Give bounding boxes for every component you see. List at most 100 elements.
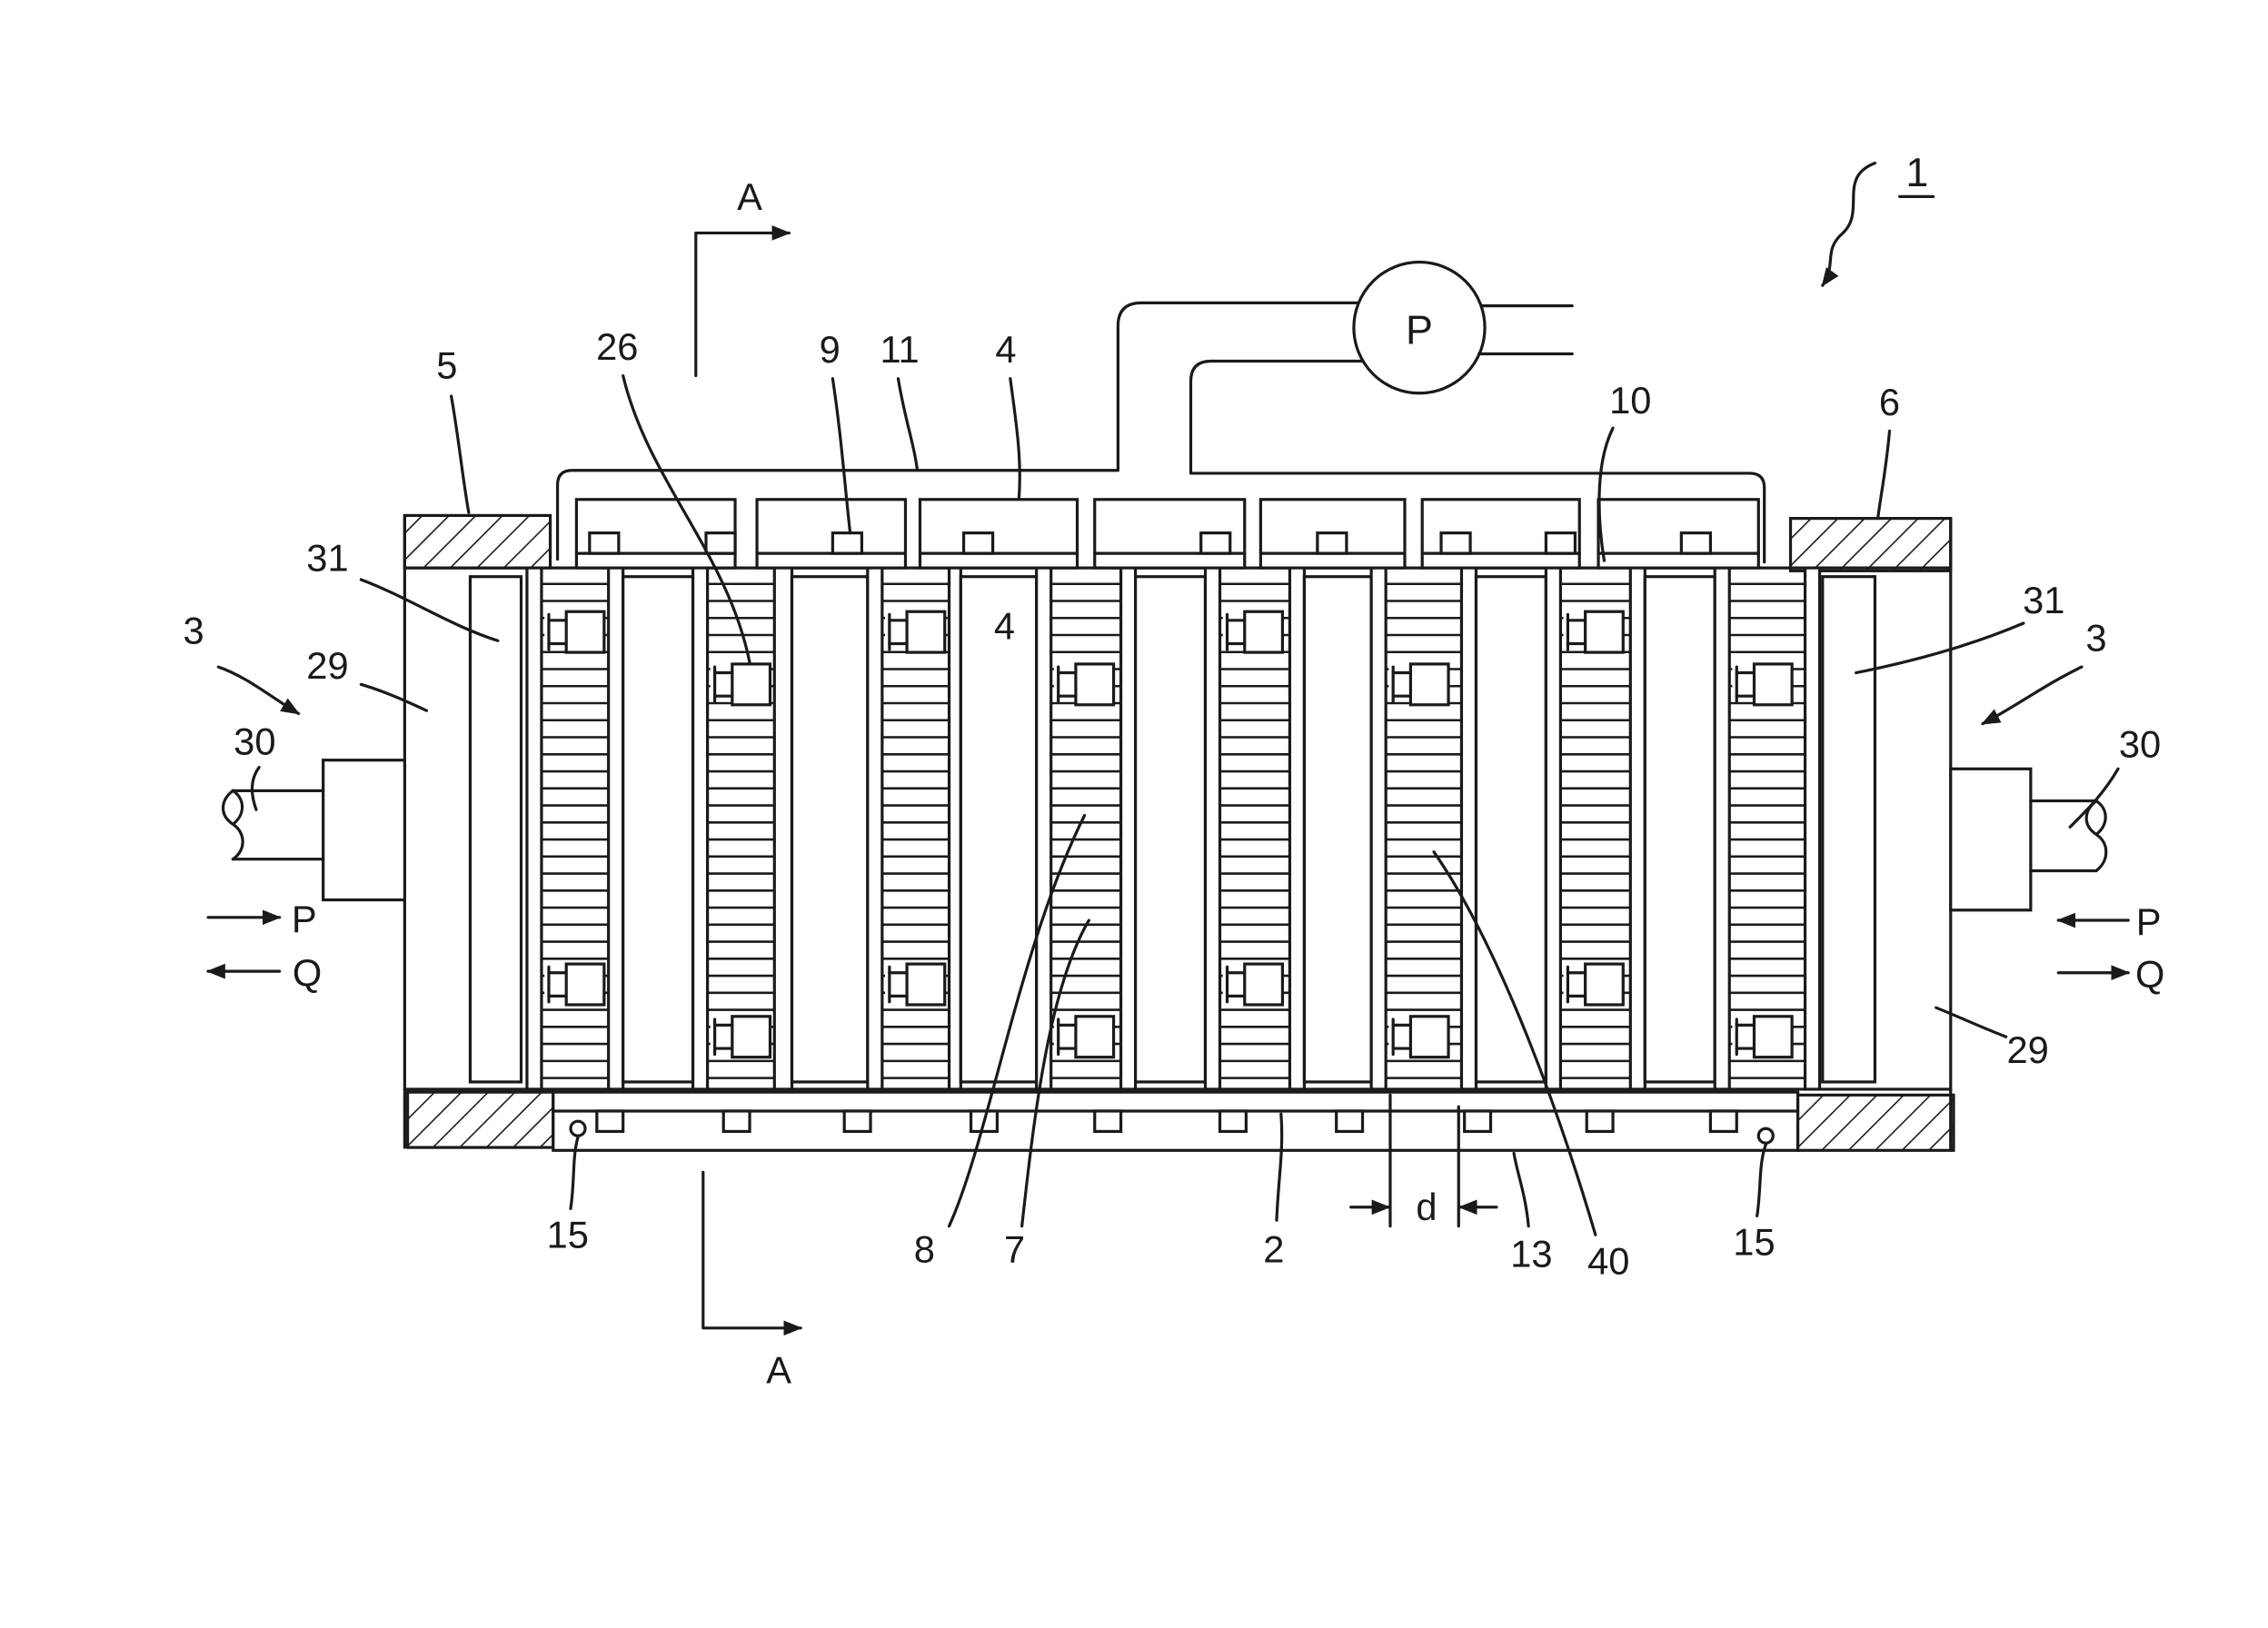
separator-plate (1203, 566, 1222, 1091)
label-15-left: 15 (547, 1214, 589, 1256)
bottom-manifold-port (595, 1109, 625, 1134)
label-31-left: 31 (306, 536, 348, 579)
label-30-left: 30 (234, 720, 275, 762)
top-branch-port (961, 531, 995, 555)
separator-plate (866, 566, 884, 1091)
bottom-manifold-port (1585, 1109, 1615, 1134)
label-8: 8 (914, 1228, 935, 1271)
leader-6 (1876, 429, 1892, 521)
label-4-top: 4 (995, 328, 1016, 371)
top-manifold-branches (574, 498, 1760, 570)
separator-plate (772, 566, 794, 1091)
cell-terminal-block (905, 962, 947, 1007)
separator-plate (1369, 566, 1388, 1091)
coolant-plate (959, 575, 1039, 1084)
left-pipe-break-inner (231, 789, 244, 826)
leader-26 (622, 373, 751, 664)
top-branch-port (588, 531, 621, 555)
top-manifold-branch (1597, 498, 1760, 570)
leader-4 (1009, 377, 1021, 500)
reference-numeral: 1 (1905, 149, 1928, 195)
coolant-plate (1474, 575, 1547, 1084)
label-26: 26 (596, 325, 638, 368)
pump-assembly: P (555, 260, 1766, 564)
label-29-left: 29 (306, 644, 348, 687)
label-6: 6 (1879, 381, 1900, 423)
bottom-manifold-port (842, 1109, 872, 1134)
leader-3-right (1981, 665, 2084, 726)
leader-9 (831, 377, 852, 535)
cell-terminal-block (1584, 962, 1625, 1007)
label-11: 11 (880, 328, 919, 371)
cell-terminal-block (1074, 662, 1116, 707)
cell-terminal-block (1408, 662, 1450, 707)
leader-30-right (2068, 767, 2120, 829)
label-3-right: 3 (2085, 616, 2106, 659)
separator-plate (947, 566, 962, 1091)
separator-plate (1119, 566, 1138, 1091)
reference-numeral-group: 1 (1821, 149, 1935, 287)
section-arrow-bottom (701, 1170, 803, 1336)
top-manifold-branch (918, 498, 1079, 570)
label-3-left: 3 (183, 609, 204, 651)
housing (403, 513, 1955, 1152)
cell-terminal-block (1243, 962, 1285, 1007)
pump-label: P (1406, 306, 1433, 352)
leader-13 (1512, 1151, 1530, 1228)
label-30-right: 30 (2119, 722, 2161, 765)
dimension-d: d (1349, 1093, 1498, 1228)
leader-15-right (1756, 1143, 1767, 1217)
flow-label-left-out: Q (293, 951, 322, 994)
coolant-plate (1302, 575, 1373, 1084)
separator-plate (1288, 566, 1307, 1091)
coolant-plate (1643, 575, 1716, 1084)
end-clamp-bottom-left (405, 1090, 555, 1149)
cell-terminal-block (905, 610, 947, 654)
end-plate-right (1821, 575, 1877, 1084)
label-10: 10 (1609, 379, 1651, 422)
bottom-manifold-port (1218, 1109, 1248, 1134)
separator-plate (607, 566, 625, 1091)
end-clamp-bottom-right (1796, 1093, 1955, 1152)
cell-stack (525, 566, 1822, 1091)
cell-terminal-block (1584, 610, 1625, 654)
top-branch-port (1439, 531, 1472, 555)
label-31-right: 31 (2023, 579, 2064, 621)
separator-plate (1803, 566, 1822, 1091)
cell-terminal-block (731, 1015, 772, 1059)
flow-label-left-in: P (292, 898, 317, 940)
separator-plate (691, 566, 710, 1091)
coolant-plate (790, 575, 870, 1084)
right-gas-connection (1949, 767, 2108, 912)
cell-terminal-block (731, 662, 772, 707)
label-7: 7 (1004, 1228, 1025, 1271)
coolant-plate (622, 575, 695, 1084)
section-arrow-top (694, 225, 791, 378)
leader-31-left (359, 578, 500, 642)
leader-40 (1432, 850, 1597, 1236)
bottom-manifold-port (1335, 1109, 1365, 1134)
leader-2 (1275, 1112, 1284, 1222)
separator-plate (525, 566, 543, 1091)
return-header-pipe (1189, 359, 1766, 564)
end-plate-left (468, 575, 523, 1084)
leader-3-left (216, 665, 301, 716)
leader-10 (1597, 426, 1615, 562)
label-9: 9 (820, 328, 841, 371)
section-label-top: A (737, 175, 762, 218)
leader-31-right (1855, 621, 2025, 675)
reference-numeral-leader (1821, 161, 1877, 287)
label-2: 2 (1263, 1228, 1284, 1271)
bottom-manifold-port (1463, 1109, 1493, 1134)
end-clamp-top-right (1788, 517, 1953, 572)
flow-arrows: P Q P Q (206, 898, 2164, 996)
section-line-a: A A (694, 175, 803, 1392)
left-fitting (322, 759, 406, 902)
bottom-manifold (552, 1090, 1800, 1152)
right-pipe-break (2084, 799, 2108, 873)
pump-circle (1352, 260, 1487, 395)
top-branch-port (1544, 531, 1577, 555)
coolant-plate (1134, 575, 1208, 1084)
top-branch-port (1679, 531, 1713, 555)
